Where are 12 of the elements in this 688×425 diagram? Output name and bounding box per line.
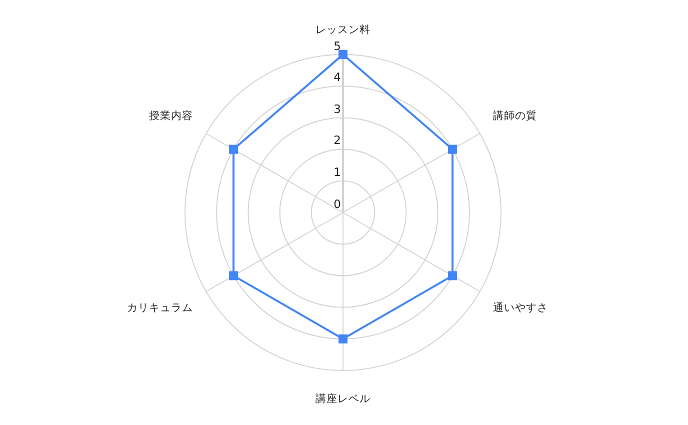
axis-label: 講座レベル: [316, 392, 370, 406]
tick-label: 5: [334, 40, 341, 52]
axis-label: 通いやすさ: [492, 302, 548, 315]
axis-label: 授業内容: [149, 110, 194, 123]
tick-label: 2: [334, 134, 341, 148]
axis-label: 講師の質: [492, 110, 537, 123]
tick-label: 0: [334, 198, 341, 210]
axis-label: カリキュラム: [127, 302, 194, 315]
tick-label: 3: [334, 102, 341, 116]
axis-label: レッスン料: [316, 24, 370, 36]
tick-label: 4: [334, 71, 341, 84]
tick-label: 1: [334, 166, 341, 179]
